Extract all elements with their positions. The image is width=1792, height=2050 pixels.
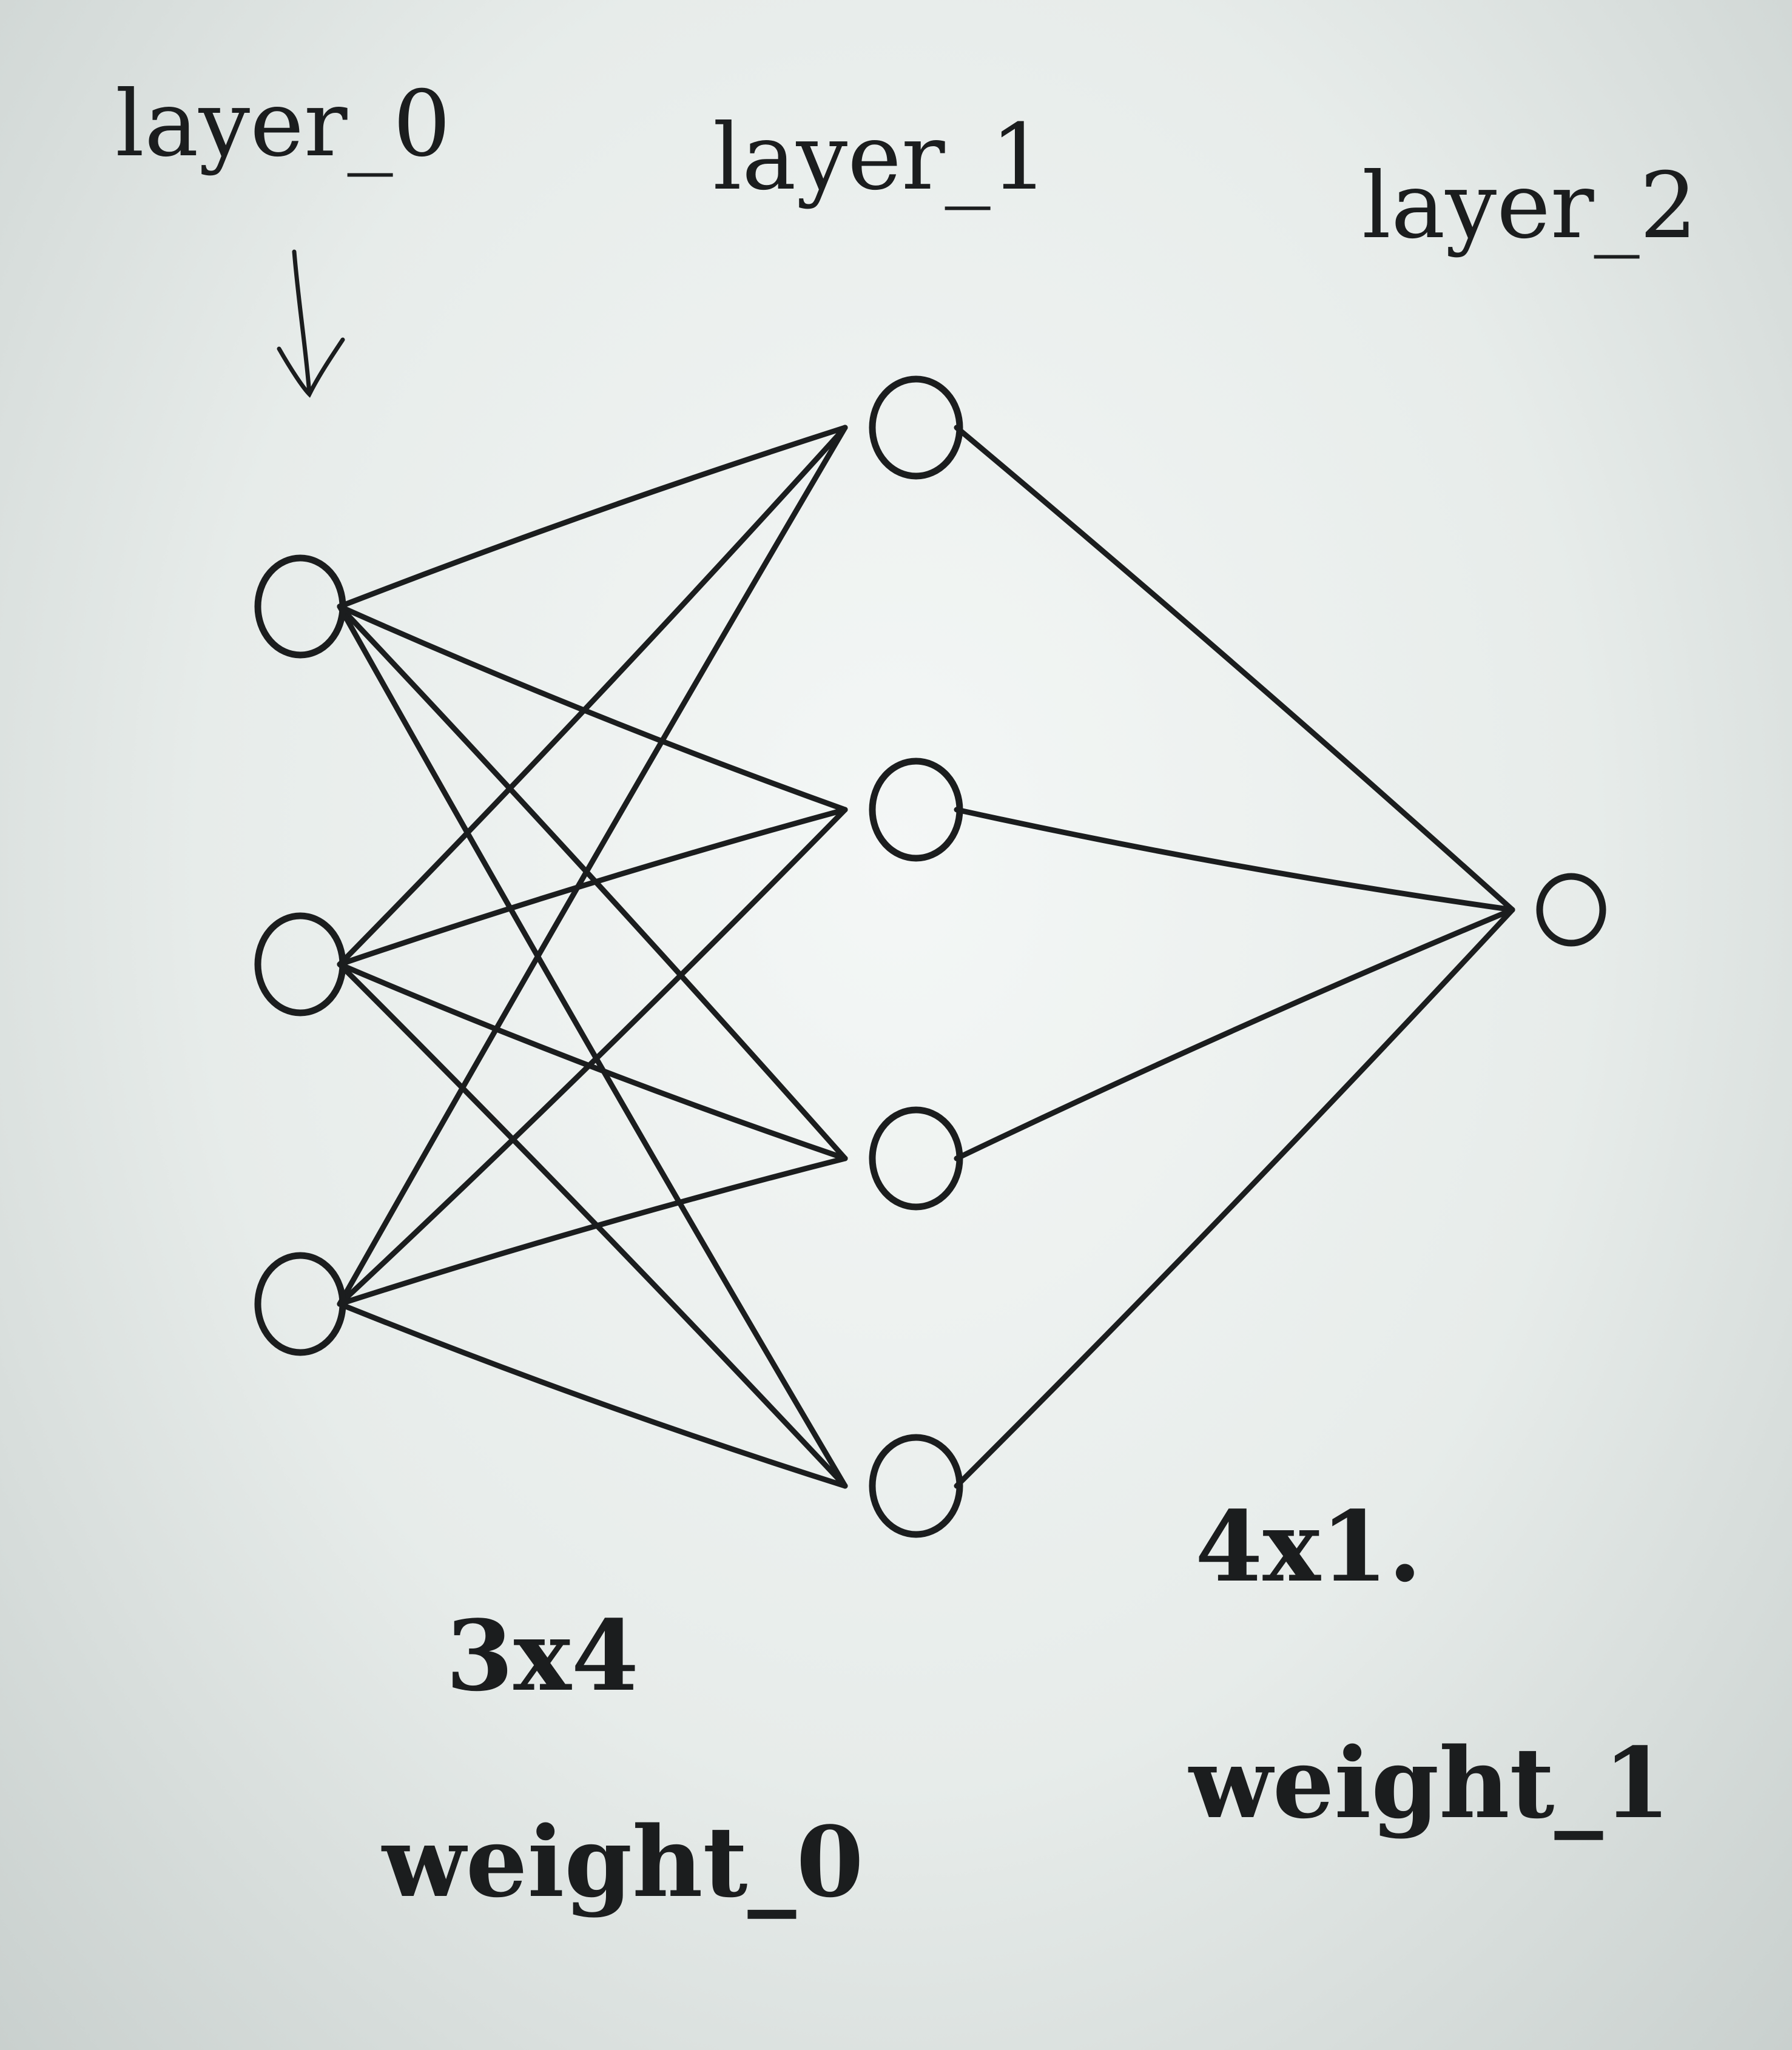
node-layer_1-1 [869,758,963,862]
layer-0-label: layer_0 [115,72,451,177]
edge-layer_0-0-to-layer_1-2 [337,603,848,1161]
edge-layer_0-2-to-layer_1-2 [337,1155,848,1307]
edge-layer_0-2-to-layer_1-1 [337,807,848,1307]
edge-layer_0-1-to-layer_1-0 [337,425,848,967]
edge-layer_0-0-to-layer_1-3 [337,603,848,1489]
edge-layer_0-2-to-layer_1-3 [337,1301,848,1489]
edge-layer_0-0-to-layer_1-0 [337,425,848,610]
edge-layer_0-1-to-layer_1-1 [337,807,848,967]
node-layer_1-0 [869,375,963,480]
node-layer_0-0 [254,554,346,659]
edge-layer_1-2-to-layer_2-0 [954,907,1515,1161]
down-arrow-icon [277,249,345,398]
node-layer_1-2 [869,1106,963,1211]
node-layer_1-3 [869,1434,963,1538]
node-layer_2-0 [1536,873,1606,947]
node-layer_0-2 [254,1252,346,1356]
weight-1-shape-label: 4x1. [1195,1490,1422,1604]
weight-0-shape-label: 3x4 [446,1599,639,1713]
edges-group [337,425,1515,1489]
node-layer_0-1 [254,912,346,1017]
edge-layer_0-1-to-layer_1-3 [337,961,848,1489]
nodes-group [254,375,1606,1538]
weight-1-label: weight_1 [1189,1726,1671,1840]
edge-layer_1-0-to-layer_2-0 [954,425,1515,913]
layer-1-label: layer_1 [713,105,1049,210]
weight-0-label: weight_0 [382,1805,864,1919]
edge-layer_1-3-to-layer_2-0 [954,907,1515,1489]
layer-2-label: layer_2 [1362,153,1698,259]
edge-layer_0-1-to-layer_1-2 [337,961,848,1161]
edge-layer_0-0-to-layer_1-1 [337,603,848,813]
edge-layer_1-1-to-layer_2-0 [954,807,1515,913]
edge-layer_0-2-to-layer_1-0 [337,425,848,1307]
